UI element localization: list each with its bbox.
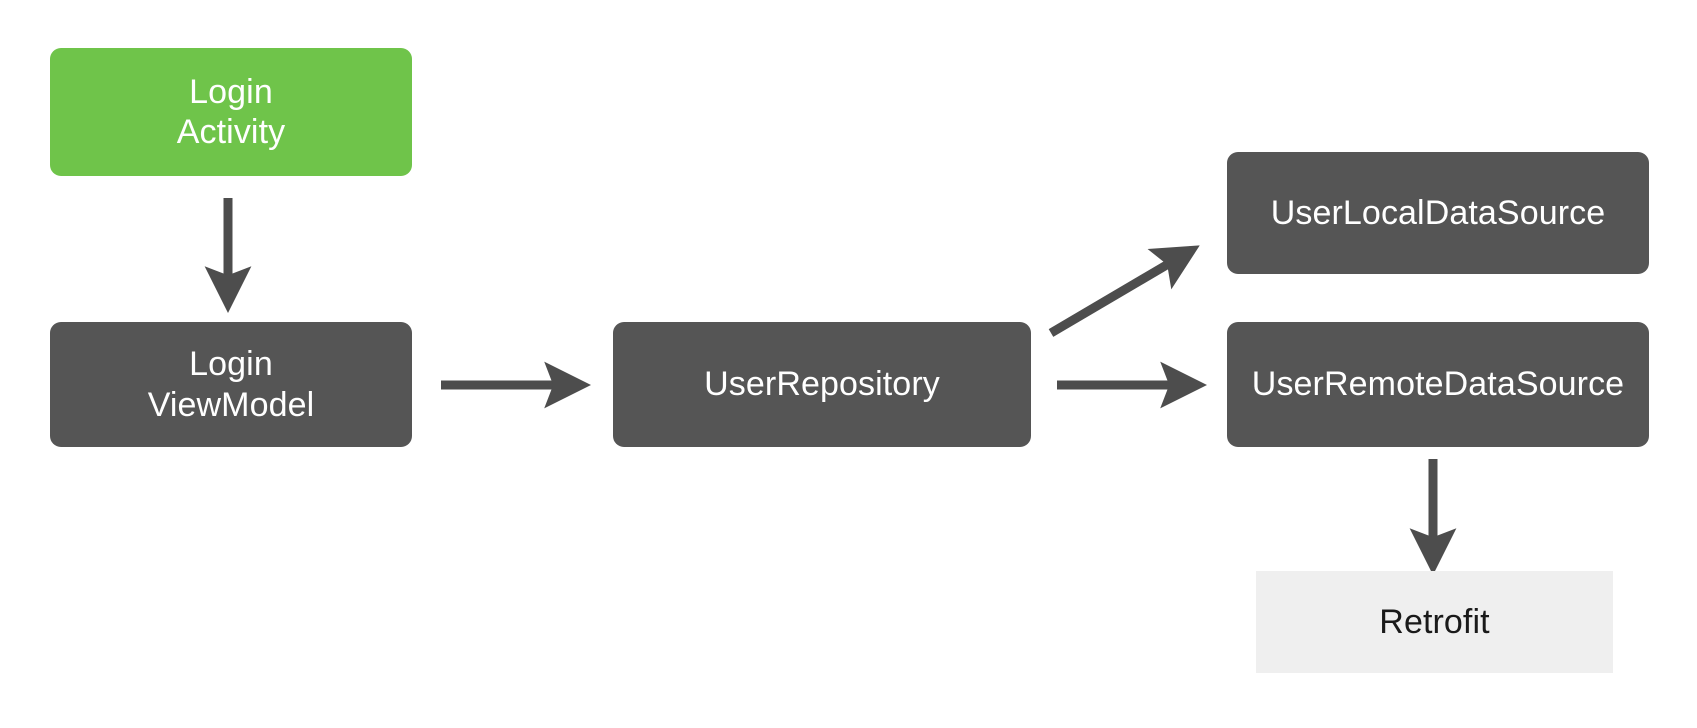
node-user-local-data-source[interactable]: UserLocalDataSource bbox=[1227, 152, 1649, 274]
node-login-viewmodel-label: Login ViewModel bbox=[147, 345, 315, 424]
node-user-repository[interactable]: UserRepository bbox=[613, 322, 1031, 447]
node-login-activity[interactable]: Login Activity bbox=[50, 48, 412, 176]
node-user-local-data-source-label: UserLocalDataSource bbox=[1270, 193, 1606, 232]
node-retrofit-label: Retrofit bbox=[1379, 602, 1490, 641]
node-user-remote-data-source[interactable]: UserRemoteDataSource bbox=[1227, 322, 1649, 447]
node-login-viewmodel[interactable]: Login ViewModel bbox=[50, 322, 412, 447]
node-retrofit[interactable]: Retrofit bbox=[1256, 571, 1613, 673]
node-login-activity-label: Login Activity bbox=[176, 72, 286, 151]
edge-repository-to-local bbox=[1048, 245, 1200, 337]
node-user-repository-label: UserRepository bbox=[704, 365, 940, 404]
node-user-remote-data-source-label: UserRemoteDataSource bbox=[1251, 365, 1625, 404]
